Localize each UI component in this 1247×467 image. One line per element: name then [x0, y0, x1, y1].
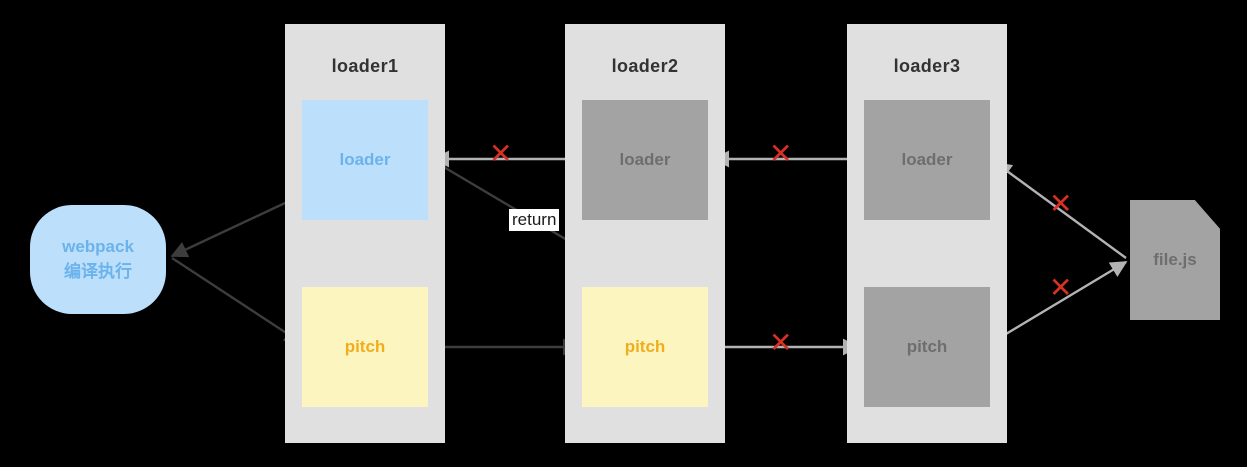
cell-label: pitch [344, 337, 386, 356]
cell-loader3-pitch[interactable]: pitch [864, 287, 990, 407]
cell-label: loader [901, 150, 953, 169]
file-node-label: file.js [1153, 250, 1197, 269]
cell-label: loader [619, 150, 671, 169]
blocked-marker-loader2-to-loader1: ✕ [489, 137, 513, 170]
column-title-loader1: loader1 [331, 56, 399, 76]
cell-label: loader [339, 150, 391, 169]
blocked-marker-pitch2-to-pitch3: ✕ [769, 326, 793, 359]
edge-webpack-to-pitch1 [171, 256, 302, 344]
cell-label: pitch [624, 337, 666, 356]
cell-label: pitch [906, 337, 948, 356]
blocked-marker-loader3-to-loader2: ✕ [769, 137, 793, 170]
column-title-loader3: loader3 [893, 56, 961, 76]
column-title-loader2: loader2 [611, 56, 679, 76]
file-document-icon [1130, 200, 1220, 320]
cell-loader1-pitch[interactable]: pitch [302, 287, 428, 407]
webpack-label-line1: webpack [62, 236, 134, 256]
blocked-marker-pitch3-to-file: ✕ [1049, 271, 1073, 304]
webpack-entry-node[interactable]: webpack 编译执行 [30, 205, 166, 314]
edge-label-return: return [509, 209, 560, 231]
loader-column-loader3[interactable]: loader3 loader pitch [847, 24, 1007, 443]
edge-loader1-to-webpack [170, 194, 301, 258]
file-node[interactable]: file.js [1130, 200, 1220, 320]
cell-loader3-loader[interactable]: loader [864, 100, 990, 220]
loader-column-loader1[interactable]: loader1 loader pitch [285, 24, 445, 443]
blocked-marker-file-to-loader3: ✕ [1049, 187, 1073, 220]
cell-loader2-loader[interactable]: loader [582, 100, 708, 220]
cell-loader2-pitch[interactable]: pitch [582, 287, 708, 407]
webpack-label-line2: 编译执行 [64, 261, 132, 281]
loader-column-loader2[interactable]: loader2 loader pitch [565, 24, 725, 443]
cell-loader1-loader[interactable]: loader [302, 100, 428, 220]
